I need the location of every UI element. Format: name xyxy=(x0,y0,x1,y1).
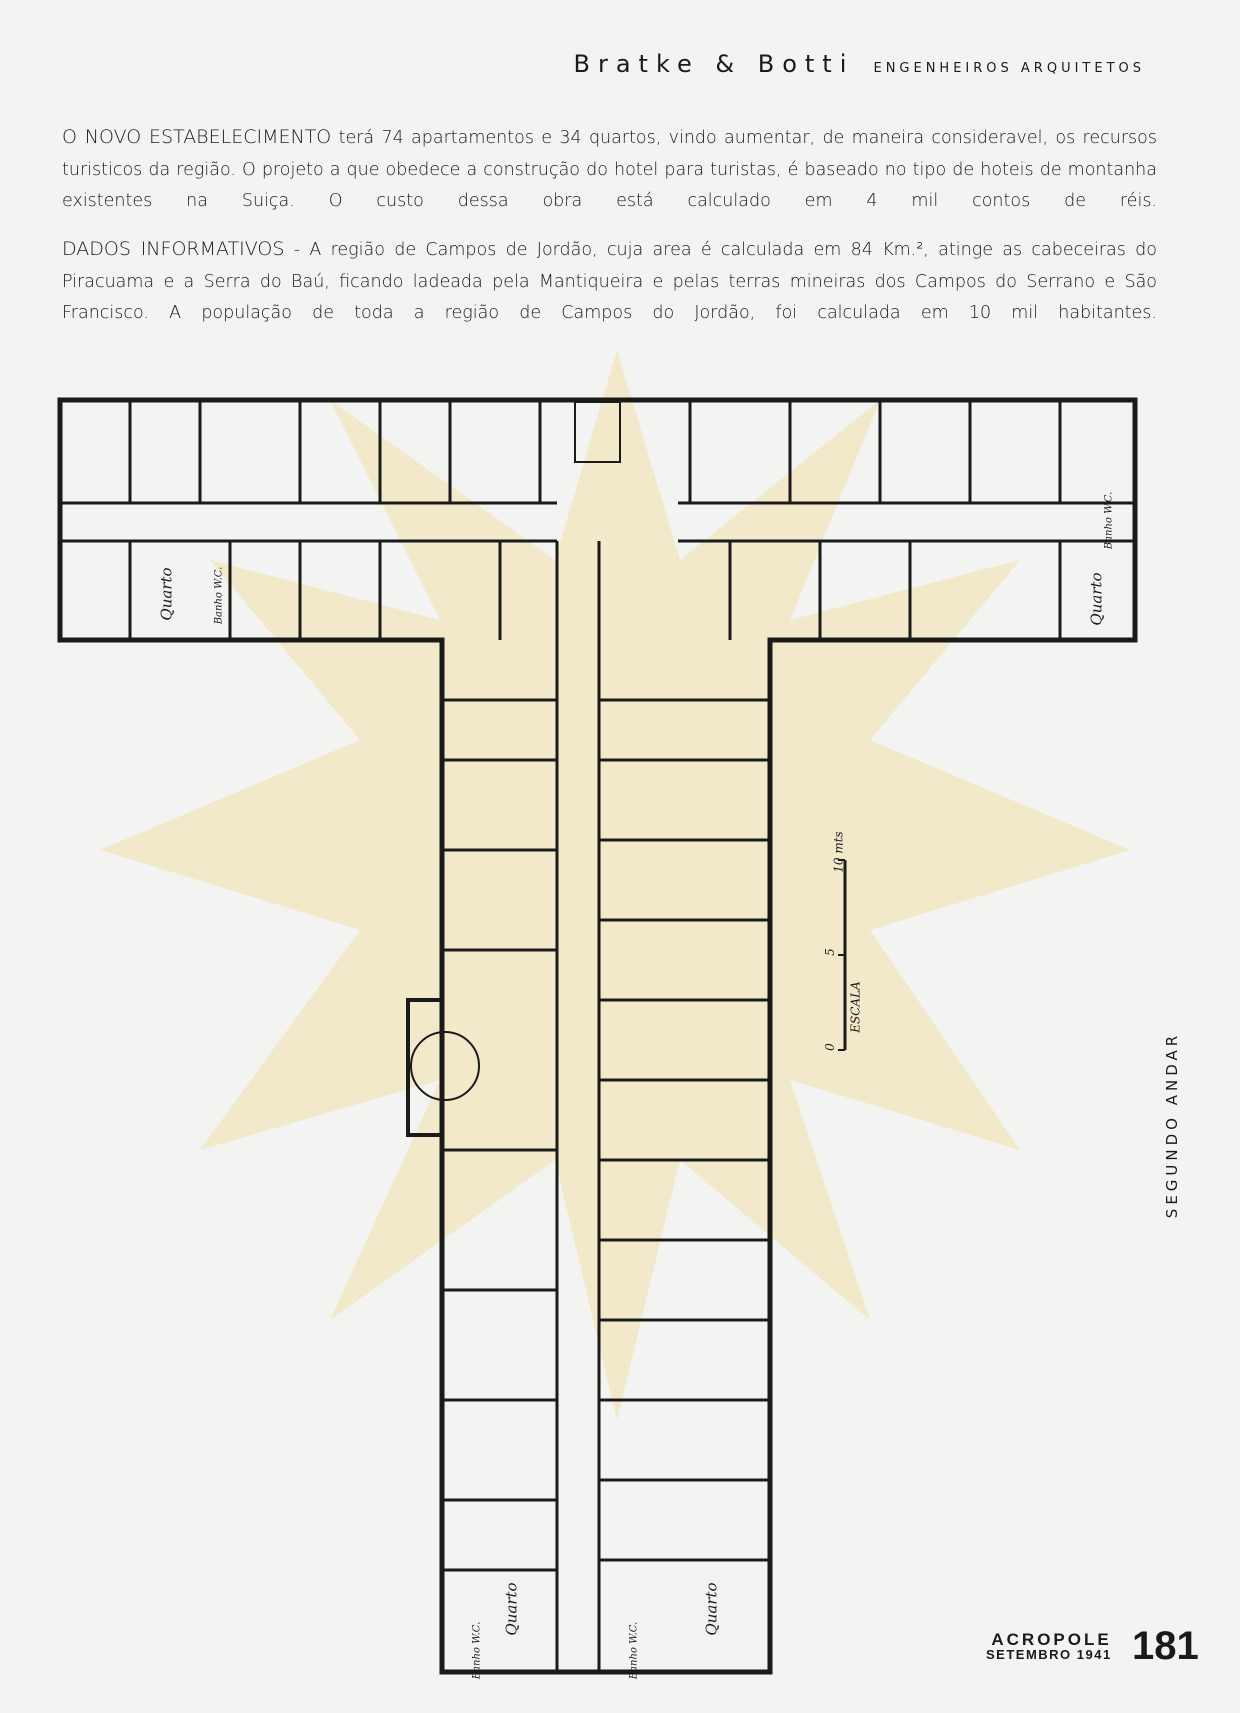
magazine-name: ACROPOLE xyxy=(991,1630,1112,1649)
bath-label: Banho W.C. xyxy=(213,566,225,625)
firm-name: Bratke & Botti xyxy=(573,50,855,78)
paragraph-text: - A região de Campos de Jordão, cuja are… xyxy=(62,240,1157,323)
floor-title: SEGUNDO ANDAR xyxy=(1163,1031,1181,1219)
page-number: 181 xyxy=(1132,1624,1199,1668)
scale-tick-10: 10 mts xyxy=(831,831,846,873)
bath-label: Banho W.C. xyxy=(1103,491,1115,550)
page-header: Bratke & Botti ENGENHEIROS ARQUITETOS xyxy=(574,50,1145,78)
scale-title: ESCALA xyxy=(848,981,863,1033)
paragraph-text: terá 74 apartamentos e 34 quartos, vindo… xyxy=(62,128,1157,211)
issue-date: SETEMBRO 1941 xyxy=(986,1647,1112,1662)
firm-subtitle: ENGENHEIROS ARQUITETOS xyxy=(873,61,1145,76)
paragraph-lead: O NOVO ESTABELECIMENTO xyxy=(62,126,332,148)
scale-tick-0: 0 xyxy=(822,1043,837,1051)
scale-bar xyxy=(838,859,847,1051)
room-label: Quarto xyxy=(157,567,176,621)
scale-tick-5: 5 xyxy=(822,948,837,956)
paragraph-new-establishment: O NOVO ESTABELECIMENTO terá 74 apartamen… xyxy=(62,122,1157,218)
room-label: Quarto xyxy=(1087,572,1106,626)
paragraph-lead: DADOS INFORMATIVOS xyxy=(62,238,285,260)
plan-walls xyxy=(57,397,1138,1675)
room-label: Quarto xyxy=(502,1582,521,1636)
room-label: Quarto xyxy=(702,1582,721,1636)
bath-label: Banho W.C. xyxy=(628,1621,640,1680)
bath-label: Banho W.C. xyxy=(471,1621,483,1680)
footer-magazine: ACROPOLE SETEMBRO 1941 xyxy=(986,1630,1112,1662)
paragraph-info-data: DADOS INFORMATIVOS - A região de Campos … xyxy=(62,234,1157,330)
sunburst-watermark xyxy=(100,350,1130,1420)
